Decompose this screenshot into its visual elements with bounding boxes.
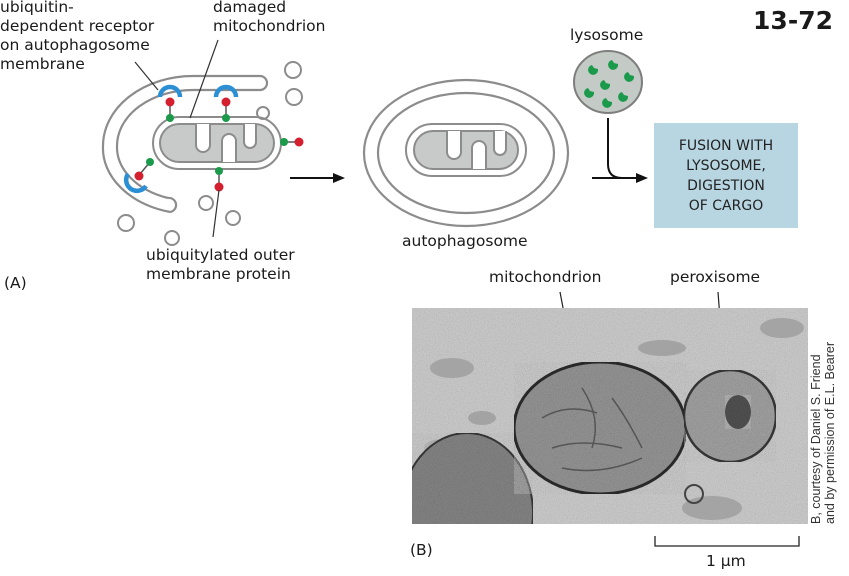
damaged-mitochondrion-label: damaged mitochondrion: [213, 0, 326, 35]
receptor-label: ubiquitin- dependent receptor on autopha…: [0, 0, 155, 73]
lysosome: [573, 50, 643, 114]
label-leader-lines: [134, 39, 220, 238]
autophagosome-label: autophagosome: [402, 232, 528, 250]
autophagosome: [362, 78, 570, 228]
panel-a-label: (A): [4, 274, 27, 292]
membrane-vesicles: [117, 61, 303, 246]
ubiquitylated-protein-bottom: [214, 167, 224, 192]
electron-micrograph: [412, 308, 808, 524]
ubiquitin-complex-2: [213, 84, 239, 122]
ubiquitin-complex-3: [123, 158, 154, 194]
figure-number: 13-72: [753, 6, 833, 35]
ubiquitin-complex-1: [157, 84, 183, 122]
scale-bar: [654, 536, 800, 547]
phagophore-membrane: [101, 74, 269, 214]
scale-bar-label: 1 µm: [706, 552, 746, 570]
peroxisome-label: peroxisome: [670, 268, 761, 286]
panel-b-label: (B): [410, 541, 433, 559]
image-credit: B, courtesy of Daniel S. Friend and by p…: [809, 341, 837, 524]
fusion-result-box: FUSION WITH LYSOSOME, DIGESTION OF CARGO: [654, 123, 798, 228]
fusion-arrow-head: [636, 173, 648, 183]
ubiquitylated-protein-label: ubiquitylated outer membrane protein: [146, 246, 295, 283]
ubiquitylated-protein-right: [280, 137, 304, 147]
fusion-arrow: [592, 118, 636, 179]
process-arrow: [290, 173, 345, 183]
mitochondrion-label: mitochondrion: [489, 268, 602, 286]
fusion-result-text: FUSION WITH LYSOSOME, DIGESTION OF CARGO: [678, 137, 774, 214]
lysosome-label: lysosome: [570, 26, 644, 44]
damaged-mitochondrion: [152, 116, 282, 170]
micrograph-image: [412, 308, 808, 524]
